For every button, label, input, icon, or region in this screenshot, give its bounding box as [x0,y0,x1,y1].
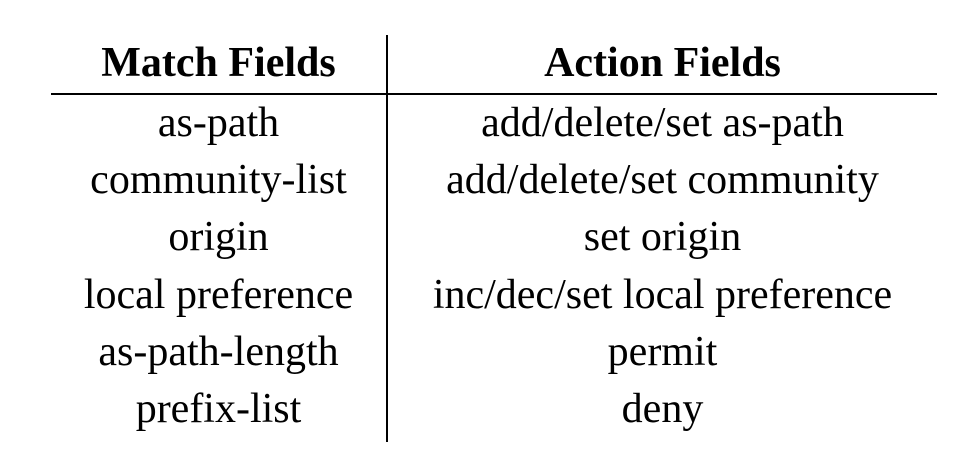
action-cell: add/delete/set community [446,157,879,203]
match-cell: origin [168,214,269,260]
action-cell: add/delete/set as-path [481,100,844,146]
header-rule [51,93,937,95]
action-cell: permit [607,329,718,375]
match-cell: prefix-list [135,386,302,432]
match-cell: community-list [90,157,347,203]
action-cell: inc/dec/set local preference [432,272,893,318]
column-divider [386,35,388,442]
match-cell: local preference [83,272,354,318]
header-action-fields: Action Fields [544,40,781,86]
match-cell: as-path-length [98,329,339,375]
header-match-fields: Match Fields [101,40,336,86]
action-cell: set origin [583,214,742,260]
match-cell: as-path [157,100,280,146]
action-cell: deny [621,386,704,432]
